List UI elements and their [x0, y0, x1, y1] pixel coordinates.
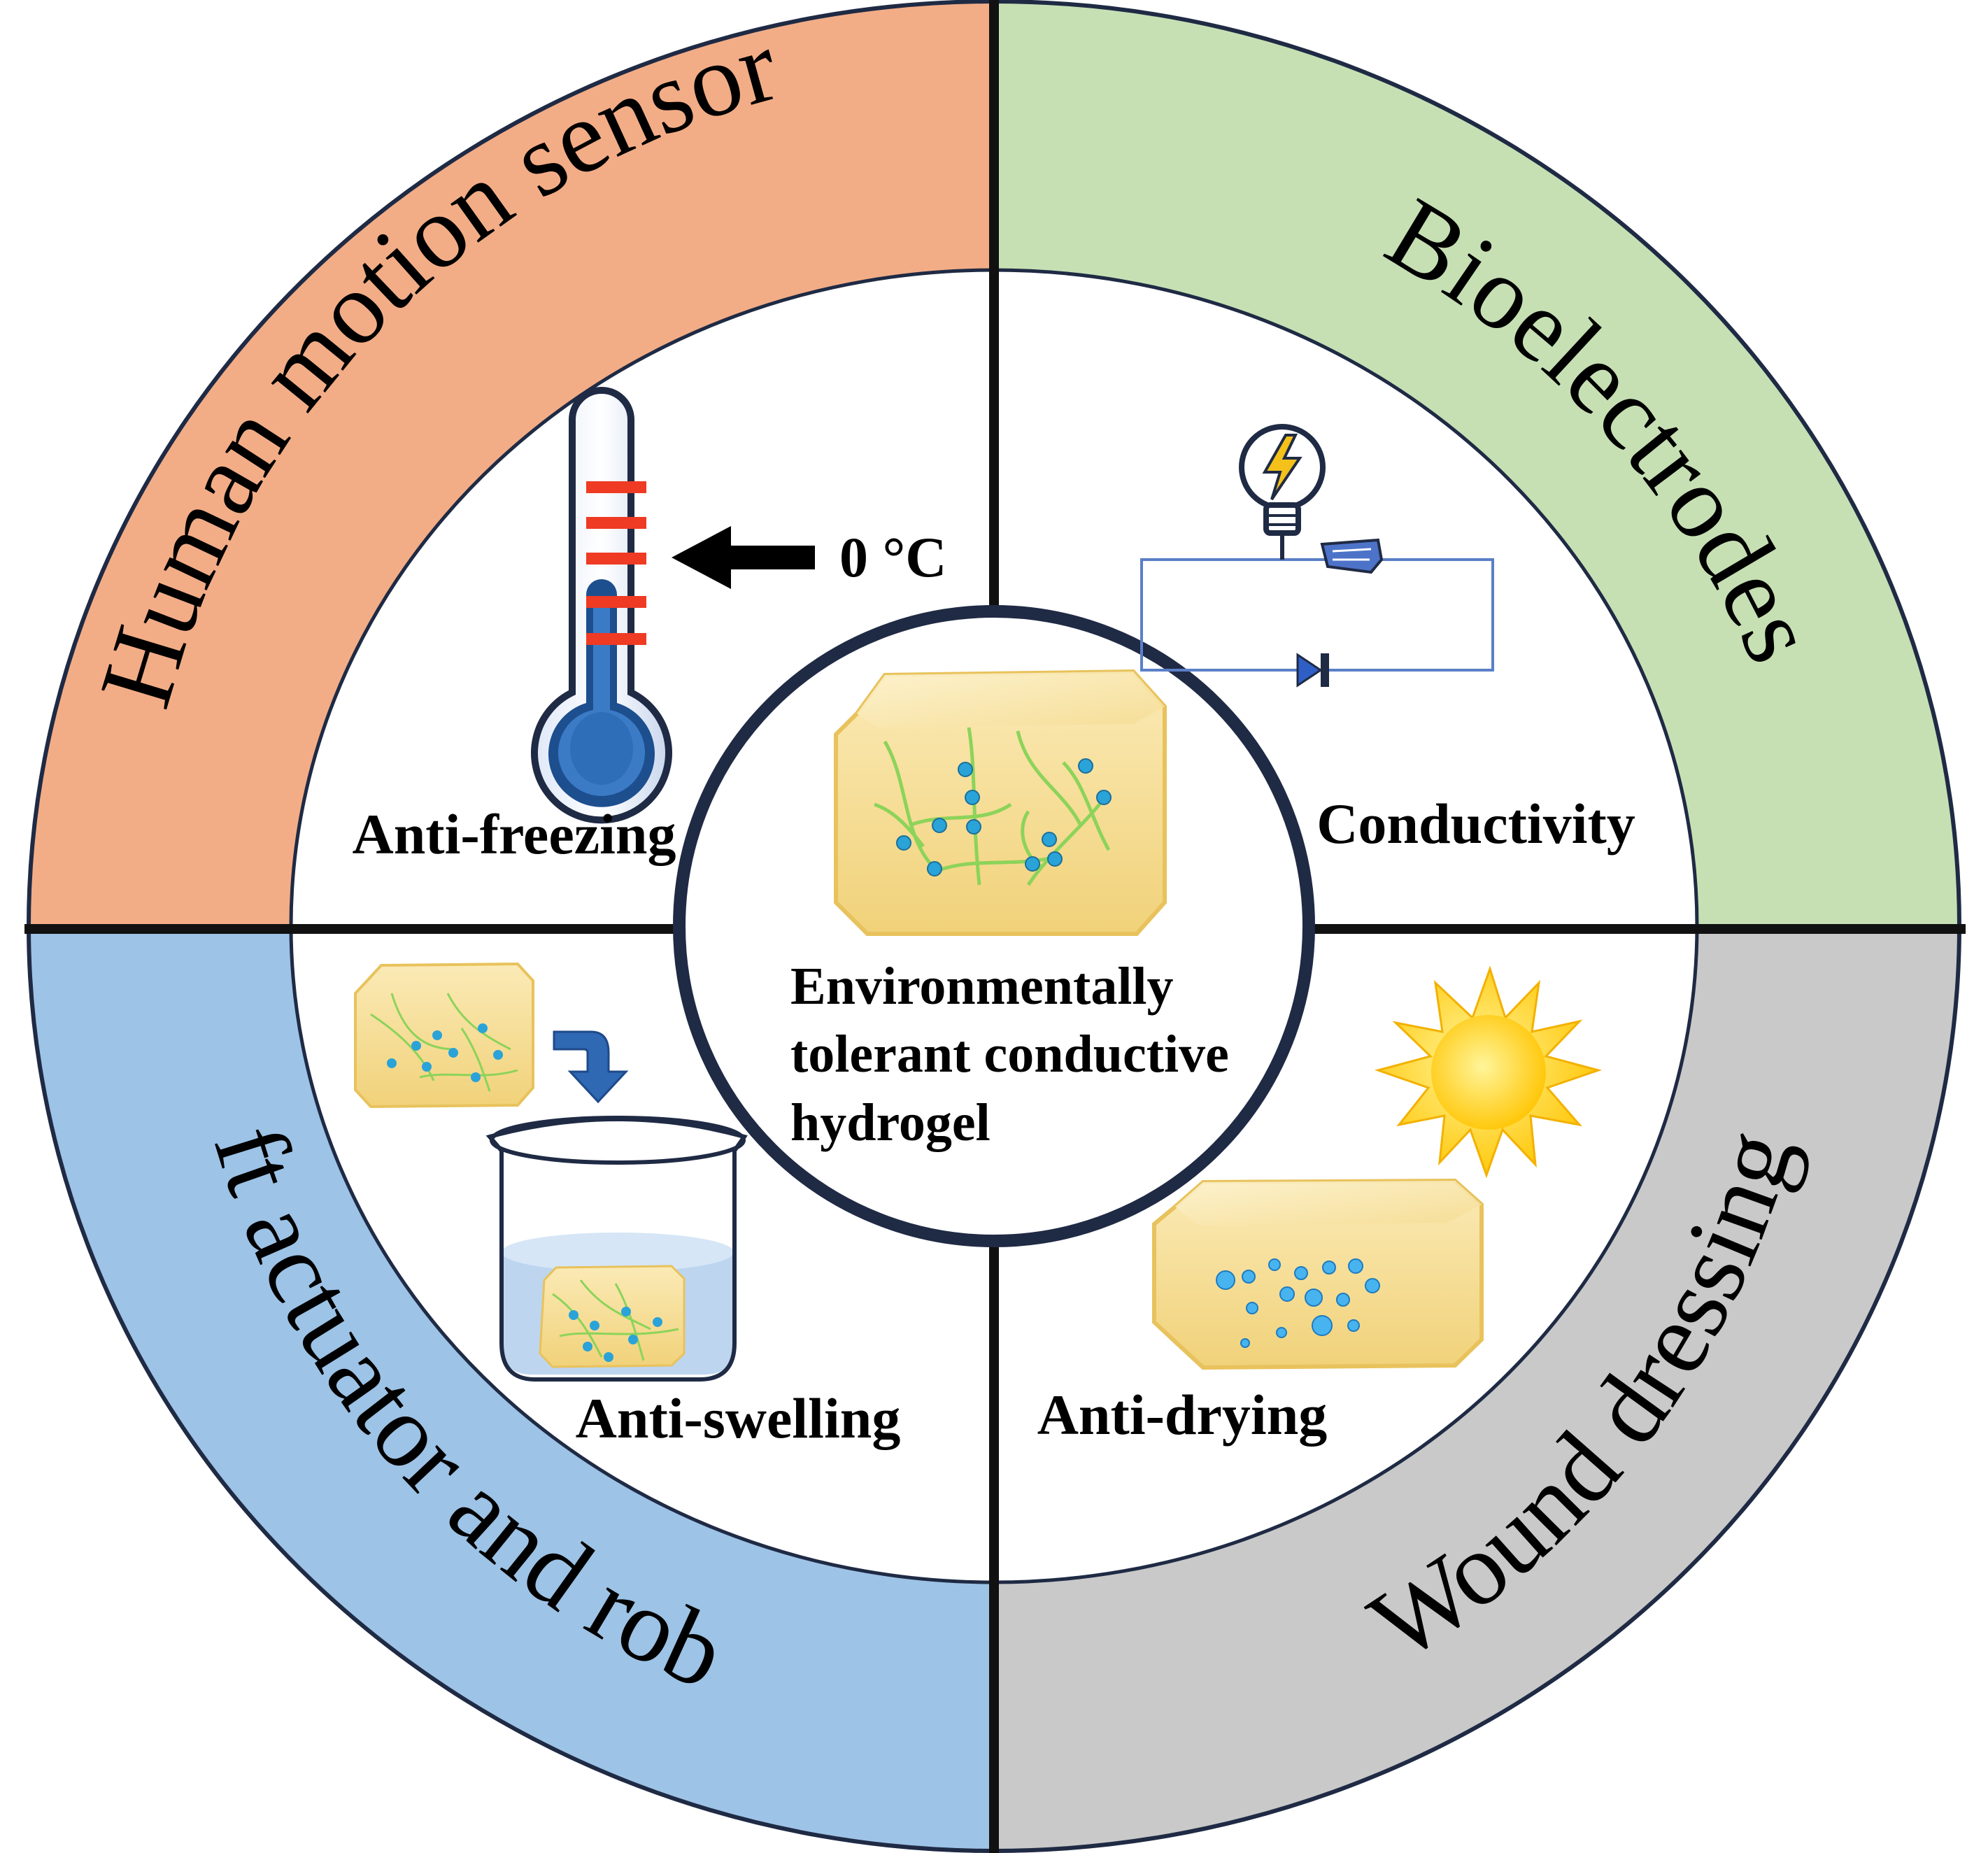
- arrow-left-icon: [672, 526, 815, 589]
- center-label-line-3: hydrogel: [790, 1093, 991, 1152]
- circuit-icon: [1140, 424, 1494, 688]
- curved-arrow-icon: [553, 1030, 629, 1104]
- light-bulb-icon: [1239, 424, 1326, 560]
- center-label-line-1: Environmentally: [790, 957, 1174, 1016]
- conductive-gel-chip: [1320, 538, 1384, 574]
- label-anti-drying: Anti-drying: [1037, 1383, 1328, 1447]
- center-label-line-2: tolerant conductive: [790, 1025, 1229, 1084]
- zero-degree-label: 0 °C: [839, 525, 947, 589]
- hydrogel-cube-icon: [834, 669, 1167, 936]
- label-anti-freezing: Anti-freezing: [352, 802, 676, 866]
- thermometer-icon: [531, 387, 672, 824]
- sun-icon: [1374, 965, 1603, 1179]
- diode-icon: [1296, 653, 1329, 688]
- label-conductivity: Conductivity: [1316, 792, 1635, 855]
- drying-hydrogel-cube-icon: [1152, 1178, 1484, 1370]
- water-droplets-icon: [1216, 1258, 1380, 1348]
- small-hydrogel-cube-icon: [354, 962, 534, 1109]
- label-anti-swelling: Anti-swelling: [576, 1386, 901, 1450]
- beaker-icon: [485, 1116, 748, 1382]
